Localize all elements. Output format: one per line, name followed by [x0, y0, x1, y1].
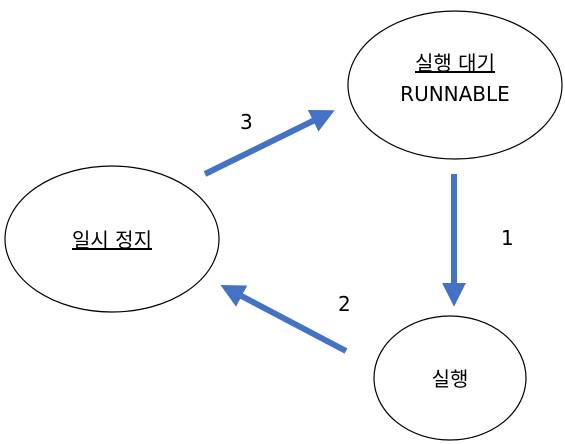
- edge-paused-to-runnable: 3: [203, 110, 335, 177]
- node-running-label: 실행: [432, 367, 469, 391]
- node-runnable-label-ko: 실행 대기: [415, 51, 495, 75]
- node-runnable: 실행 대기 RUNNABLE: [347, 10, 563, 160]
- node-runnable-label-en: RUNNABLE: [400, 82, 510, 106]
- node-running: 실행: [373, 315, 527, 441]
- edge-3-label: 3: [240, 110, 253, 134]
- edge-runnable-to-running: 1: [442, 174, 514, 307]
- node-paused: 일시 정지: [4, 165, 220, 313]
- node-runnable-ellipse: [347, 10, 563, 160]
- node-paused-ellipse: [4, 165, 220, 313]
- node-paused-label: 일시 정지: [72, 228, 152, 252]
- edge-2-arrow: [220, 284, 348, 354]
- node-running-ellipse: [373, 315, 527, 441]
- edge-running-to-paused: 2: [220, 284, 351, 354]
- edge-2-label: 2: [338, 292, 351, 316]
- edge-3-arrow: [203, 110, 335, 177]
- edge-1-label: 1: [501, 226, 514, 250]
